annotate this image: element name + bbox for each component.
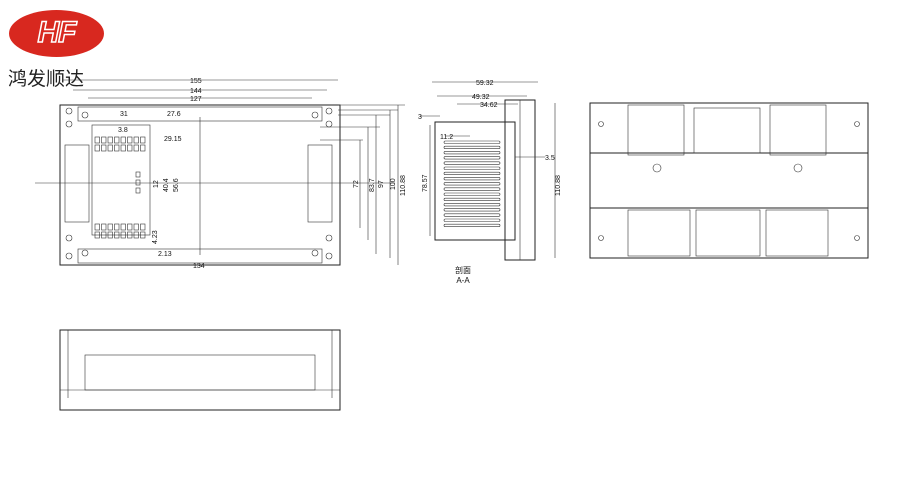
terminal-pin xyxy=(140,136,146,144)
terminal-pin xyxy=(114,136,120,144)
section-id: A-A xyxy=(456,276,470,285)
dim-144: 144 xyxy=(190,88,202,95)
dim-40-4: 40.4 xyxy=(163,178,170,192)
heat-fin xyxy=(443,208,501,212)
section-label: 剖面 A-A xyxy=(455,266,471,286)
dim-72: 72 xyxy=(353,180,360,188)
terminal-pin xyxy=(101,136,107,144)
dim-3-8: 3.8 xyxy=(118,127,128,134)
led-window xyxy=(135,179,141,186)
dim-12: 12 xyxy=(153,180,160,188)
logo-text: HF xyxy=(37,15,78,50)
terminal-pin xyxy=(120,144,126,152)
dim-59-32: 59.32 xyxy=(476,80,494,87)
heat-fin xyxy=(443,177,501,181)
terminal-pin xyxy=(94,223,100,231)
dim-2-13: 2.13 xyxy=(158,251,172,258)
terminal-pin xyxy=(140,231,146,239)
terminal-pin xyxy=(94,144,100,152)
dim-127: 127 xyxy=(190,96,202,103)
heat-fin xyxy=(443,223,501,227)
heat-fin xyxy=(443,166,501,170)
terminal-pin xyxy=(127,223,133,231)
dim-27-6: 27.6 xyxy=(167,111,181,118)
terminal-pin xyxy=(120,223,126,231)
terminal-pin xyxy=(120,231,126,239)
heat-fin xyxy=(443,182,501,186)
terminal-pin xyxy=(94,136,100,144)
heat-fin xyxy=(443,161,501,165)
terminal-pin xyxy=(133,231,139,239)
dim-29-15: 29.15 xyxy=(164,136,182,143)
terminal-pin xyxy=(133,144,139,152)
terminal-pin xyxy=(133,223,139,231)
terminal-pin xyxy=(101,223,107,231)
heat-fin xyxy=(443,187,501,191)
terminal-pin xyxy=(107,144,113,152)
terminal-pin xyxy=(140,223,146,231)
dim-49-32: 49.32 xyxy=(472,94,490,101)
terminal-pin xyxy=(114,231,120,239)
dim-34-62: 34.62 xyxy=(480,102,498,109)
dim-110-88: 110.88 xyxy=(400,175,407,196)
terminal-pin xyxy=(133,136,139,144)
heat-fin xyxy=(443,171,501,175)
side-view-bottom xyxy=(59,329,341,411)
heat-fin xyxy=(443,192,501,196)
terminal-pin xyxy=(107,231,113,239)
heat-fin xyxy=(443,156,501,160)
side-section-view: 59.32 49.32 34.62 3 11.2 78.57 3.5 110.8… xyxy=(418,80,562,261)
heat-fin xyxy=(443,213,501,217)
heat-fin xyxy=(443,218,501,222)
terminal-pin xyxy=(101,144,107,152)
dim-11-2: 11.2 xyxy=(440,134,453,141)
dim-3-5: 3.5 xyxy=(545,155,555,162)
dim-78-57: 78.57 xyxy=(422,174,429,192)
dim-side-110-88: 110.88 xyxy=(555,175,562,196)
heat-fin xyxy=(443,197,501,201)
terminal-pin xyxy=(127,136,133,144)
top-view xyxy=(589,102,869,259)
terminal-pin xyxy=(127,144,133,152)
terminal-pin xyxy=(127,231,133,239)
terminal-pin xyxy=(114,144,120,152)
terminal-pin xyxy=(114,223,120,231)
heat-fin xyxy=(443,203,501,207)
dim-3: 3 xyxy=(418,114,422,121)
front-view: 155 144 127 31 27.6 3.8 29.15 12 40.4 56… xyxy=(35,78,407,270)
section-title: 剖面 xyxy=(455,266,471,275)
dim-97: 97 xyxy=(378,180,385,188)
terminal-pin xyxy=(140,144,146,152)
terminal-pin xyxy=(107,136,113,144)
terminal-pin xyxy=(107,223,113,231)
terminal-pin xyxy=(94,231,100,239)
dim-56-6: 56.6 xyxy=(173,178,180,192)
dim-83-7: 83.7 xyxy=(369,178,376,192)
hf-logo: HF xyxy=(9,10,104,57)
heat-fin xyxy=(443,145,501,149)
dim-4-23: 4.23 xyxy=(152,230,159,244)
dim-134: 134 xyxy=(193,263,205,270)
led-window xyxy=(135,171,141,178)
heat-fin xyxy=(443,140,501,144)
terminal-pin xyxy=(120,136,126,144)
terminal-pin xyxy=(101,231,107,239)
heat-fin xyxy=(443,151,501,155)
brand-name: 鸿发顺达 xyxy=(8,68,85,90)
led-window xyxy=(135,187,141,194)
dim-100: 100 xyxy=(390,178,397,190)
dim-31: 31 xyxy=(120,111,128,118)
dim-155: 155 xyxy=(190,78,202,85)
